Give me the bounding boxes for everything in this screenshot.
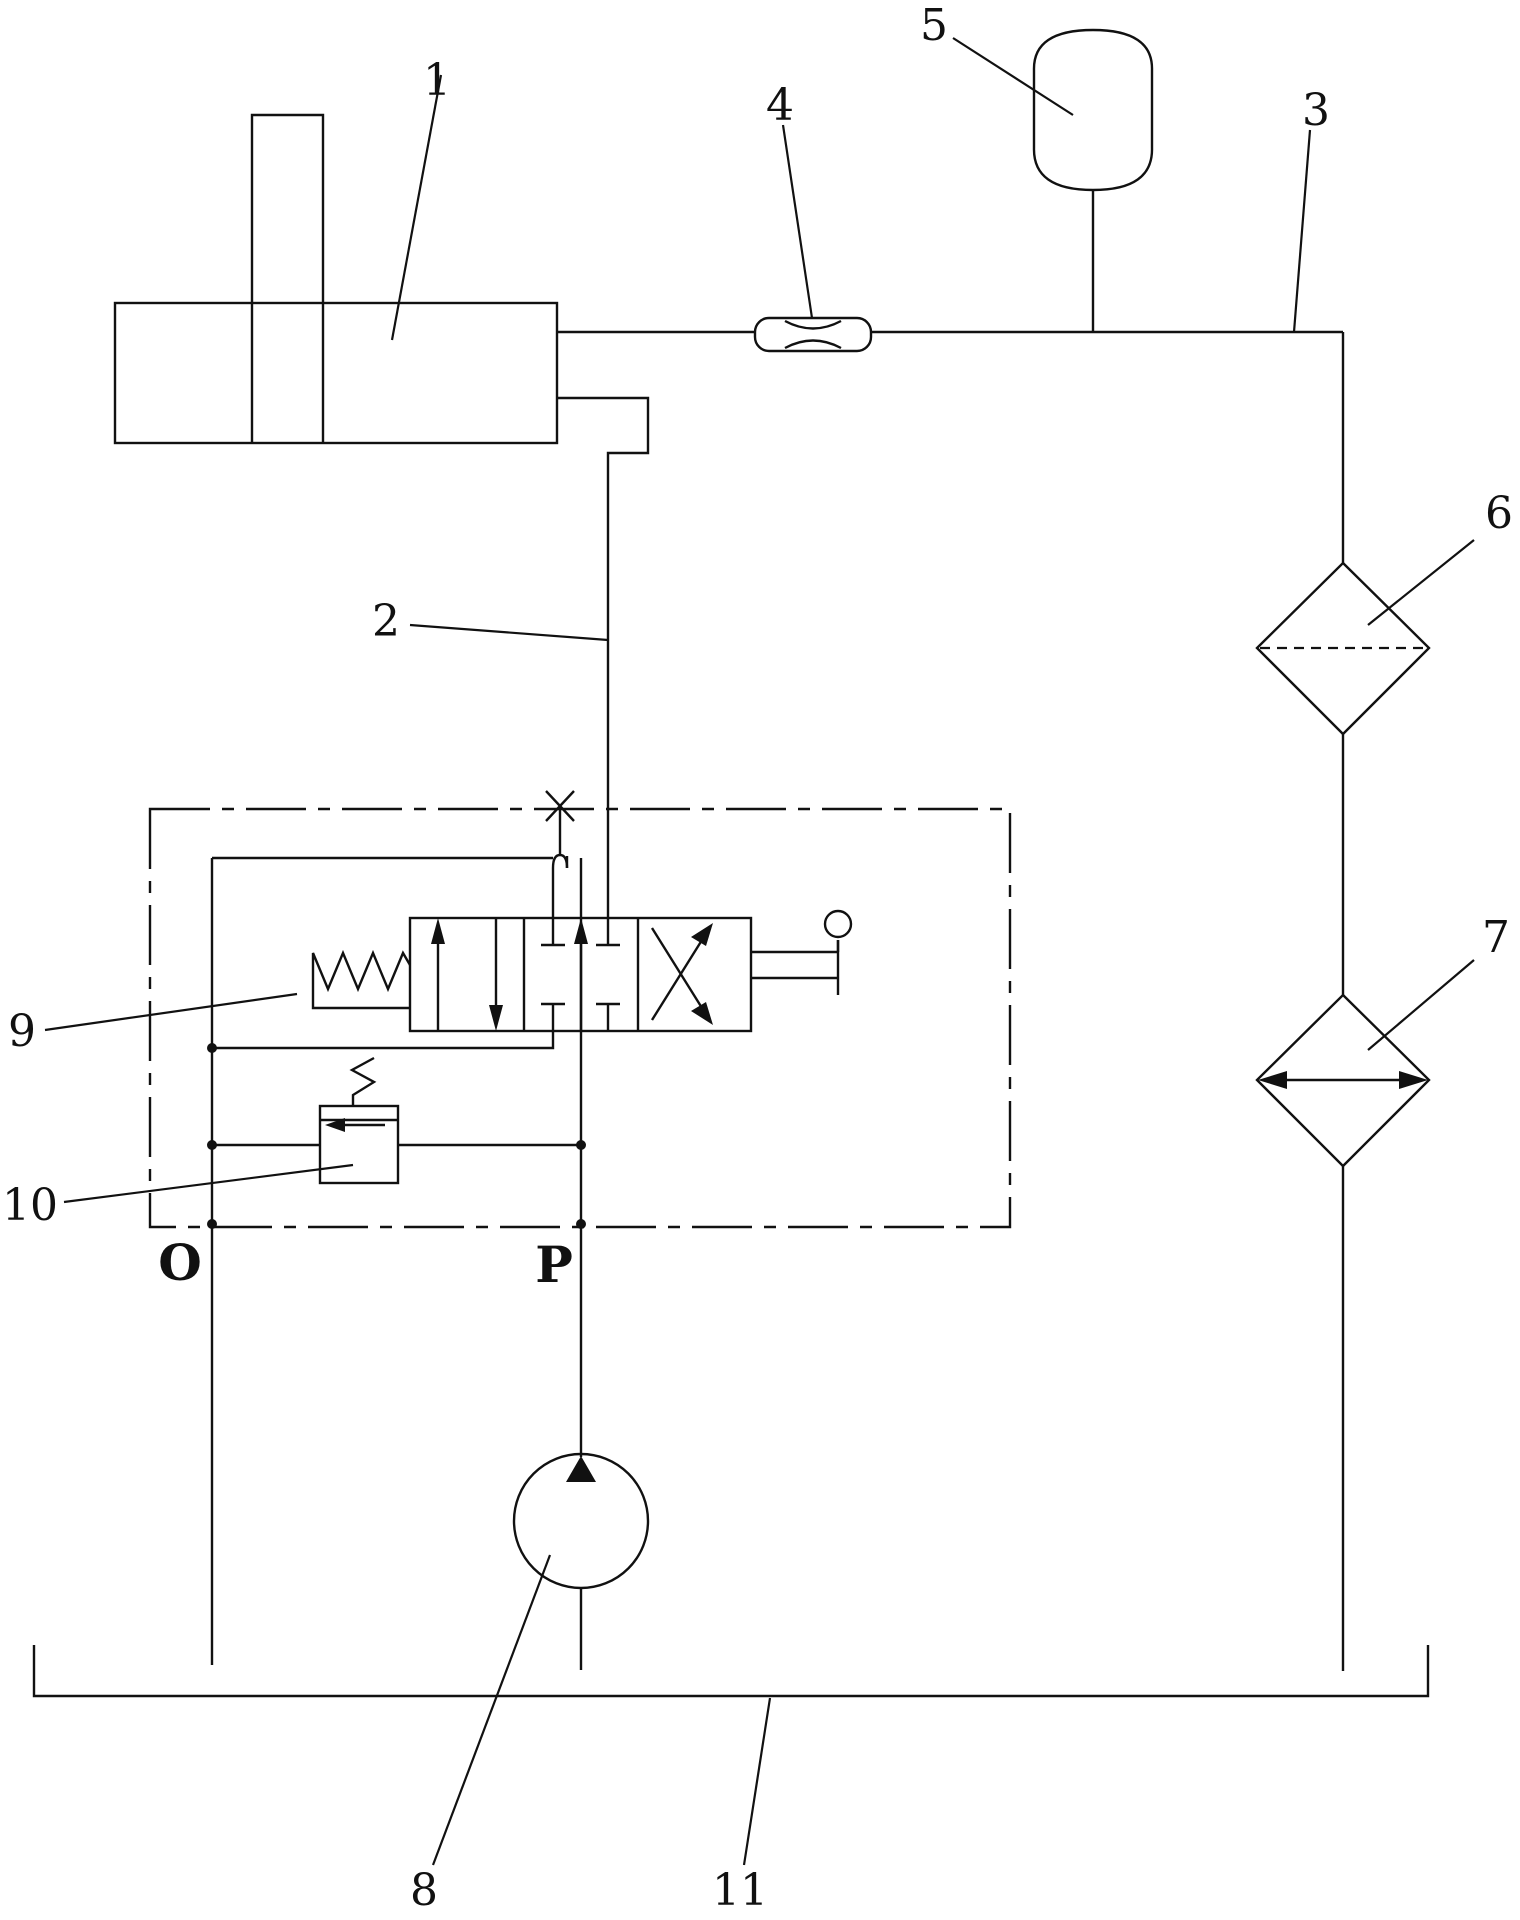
label-9: 9 [8, 1006, 36, 1057]
relief-valve-10 [212, 1056, 581, 1185]
label-10: 10 [2, 1180, 58, 1231]
label-5: 5 [920, 0, 948, 51]
label-2: 2 [372, 596, 400, 647]
label-1: 1 [423, 55, 451, 106]
pump-8 [512, 1452, 650, 1670]
label-11: 11 [712, 1865, 768, 1916]
port-label-p: P [535, 1235, 573, 1294]
leader-lines [44, 37, 1475, 1866]
cooler-7 [1255, 993, 1431, 1168]
tank-line-o [210, 858, 555, 1665]
tank-11 [32, 1645, 1430, 1698]
label-7: 7 [1482, 912, 1510, 963]
line-2 [557, 396, 650, 918]
label-6: 6 [1485, 488, 1513, 539]
port-label-o: O [158, 1233, 202, 1292]
label-4: 4 [766, 80, 794, 131]
label-8: 8 [410, 1865, 438, 1916]
junction-dots [207, 1043, 586, 1229]
pressure-line-3 [557, 330, 1345, 1671]
actuator-1 [113, 113, 559, 445]
filter-6 [1255, 561, 1431, 736]
throttle-valve-4 [753, 316, 873, 353]
accumulator-5 [1032, 28, 1154, 332]
label-3: 3 [1302, 85, 1330, 136]
pilot-line [212, 790, 575, 918]
